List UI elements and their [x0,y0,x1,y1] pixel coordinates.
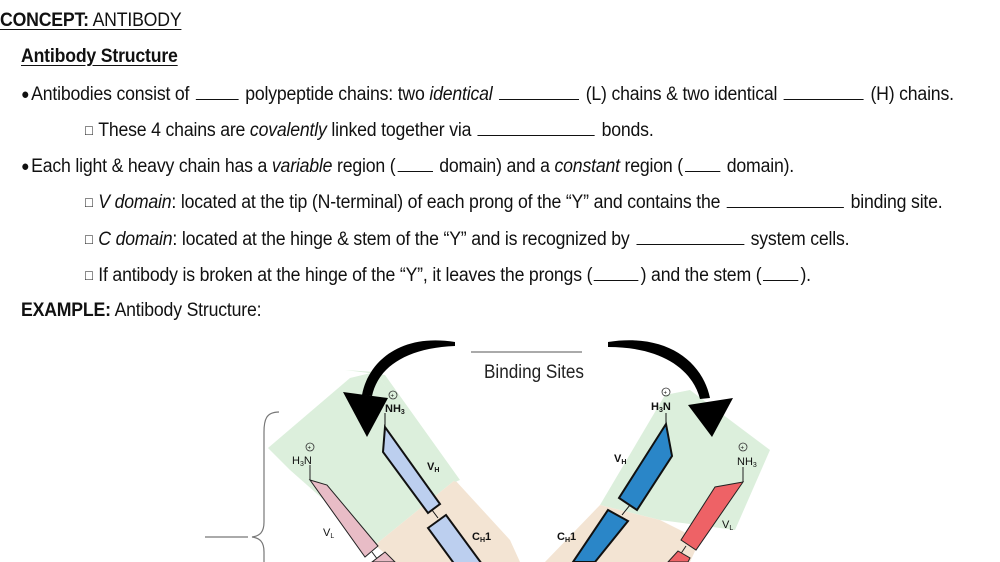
text: region ( [619,156,684,177]
example-heading: EXAMPLE: Antibody Structure: [21,300,262,322]
blank-variable-domain[interactable] [397,155,433,172]
blank-number-chains[interactable] [195,83,239,100]
left-cl-domain [371,551,396,562]
svg-text:+: + [664,391,668,397]
blank-heavy-chains[interactable] [783,83,864,100]
text-italic: identical [429,84,493,105]
checkbox-square-icon: □ [85,122,93,138]
right-vl-domain [680,481,745,551]
right-vl-label: VL [722,519,733,532]
right-heavy-chain [571,413,674,562]
left-light-chain [308,465,396,562]
bullet-icon: ● [21,158,30,175]
blank-light-chains[interactable] [499,83,580,100]
blank-prongs[interactable] [594,264,639,281]
text: linked together via [326,120,476,141]
svg-text:+: + [308,446,312,452]
right-light-terminal: NH3 [737,456,757,469]
binding-sites-label: Binding Sites [484,362,584,383]
text: : located at the tip (N-terminal) of eac… [171,192,726,213]
blank-constant-domain[interactable] [684,155,721,172]
text-italic: covalently [249,120,327,141]
right-light-chain [667,467,745,562]
left-vl-label: VL [323,527,334,540]
left-ch1-domain [426,513,482,562]
antibody-structure-diagram: Binding Sites + H3N + NH3 VH VL CH1 + H3… [205,340,770,562]
text: polypeptide chains: two [240,84,430,105]
left-ch1-label: CH1 [472,531,491,544]
text: Antibodies consist of [31,84,195,105]
svg-text:+: + [741,446,745,452]
text [493,84,498,105]
left-variable-region [268,372,455,545]
right-cl-domain [667,550,691,562]
left-light-terminal: H3N [292,455,312,468]
text-italic: constant [554,156,621,177]
blank-immune-system[interactable] [636,228,745,245]
text: ) and the stem ( [640,265,762,286]
text: domain) and a [434,156,555,177]
blank-bond-type[interactable] [477,119,596,136]
subbullet-hinge-break: □ If antibody is broken at the hinge of t… [85,264,811,287]
section-title-text: Antibody Structure [21,46,178,67]
right-heavy-terminal: H3N [651,401,671,414]
text: If antibody is broken at the hinge of th… [98,265,593,286]
bullet-icon: ● [21,86,30,103]
blank-binding-site[interactable] [726,191,845,208]
left-vh-domain [381,424,442,515]
text: These 4 chains are [98,120,250,141]
concept-title: CONCEPT: ANTIBODY [0,10,182,31]
checkbox-square-icon: □ [85,267,93,283]
concept-label: CONCEPT: [0,10,89,31]
text: bonds. [596,120,654,141]
fab-brace-icon [205,411,280,562]
text: (L) chains & two identical [580,84,783,105]
plus-charge-icon [738,442,748,452]
text: Each light & heavy chain has a [31,156,272,177]
left-curved-arrow-icon [343,340,455,437]
text: region ( [332,156,396,177]
subbullet-c-domain: □ C domain: located at the hinge & stem o… [85,228,850,251]
text-italic: C domain [98,229,173,250]
plus-charge-icon [388,390,398,400]
blank-stem[interactable] [763,264,799,281]
text: domain). [722,156,795,177]
concept-value: ANTIBODY [88,10,182,31]
left-heavy-terminal: NH3 [385,403,405,416]
right-vh-domain [617,421,674,512]
section-title: Antibody Structure [21,46,178,68]
right-vh-label: VH [614,453,626,466]
checkbox-square-icon: □ [85,194,93,210]
right-ch1-label: CH1 [557,531,576,544]
bullet-antibody-chains: ●Antibodies consist of polypeptide chain… [21,83,954,106]
text: system cells. [745,229,850,250]
text-italic: V domain [98,192,172,213]
concept-heading: CONCEPT: ANTIBODY [0,10,182,32]
bullet-variable-constant: ●Each light & heavy chain has a variable… [21,155,794,178]
right-ch1-domain [571,508,630,562]
left-heavy-chain [381,413,482,562]
example-text: Antibody Structure: [110,300,262,321]
right-curved-arrow-icon [608,340,733,437]
text-italic: variable [271,156,333,177]
text: binding site. [845,192,943,213]
plus-charge-icon [661,387,671,397]
left-vl-domain [308,479,379,558]
svg-text:+: + [391,394,395,400]
subbullet-v-domain: □ V domain: located at the tip (N-termina… [85,191,943,214]
checkbox-square-icon: □ [85,231,93,247]
left-variable-region-top [345,370,460,482]
plus-charge-icon [305,442,315,452]
example-label: EXAMPLE: [21,300,111,321]
text: : located at the hinge & stem of the “Y”… [172,229,635,250]
subbullet-covalent-bonds: □ These 4 chains are covalently linked to… [85,119,654,142]
text: ). [800,265,811,286]
text: (H) chains. [865,84,954,105]
